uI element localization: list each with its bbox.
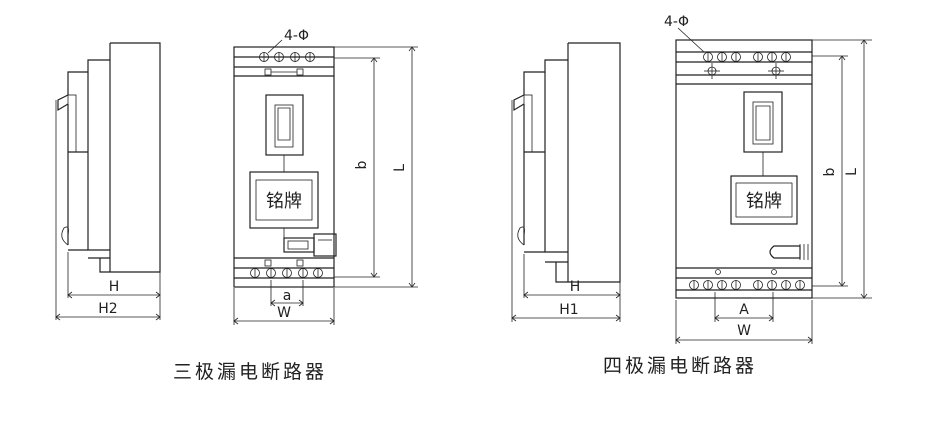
dim-H2: H2 — [98, 301, 117, 317]
three-pole-side-view — [57, 42, 161, 273]
four-pole-nameplate: 铭牌 — [746, 191, 782, 212]
four-pole-caption: 四极漏电断路器 — [603, 355, 757, 377]
four-pole-side-view — [513, 42, 621, 283]
four-pole-hole-label: 4-Φ — [664, 14, 689, 30]
dim-b: b — [354, 160, 370, 169]
dim-W: W — [277, 305, 291, 321]
dim-L-four: L — [844, 168, 860, 176]
dim-L: L — [392, 164, 408, 172]
three-pole-top-terminals — [259, 52, 315, 76]
dim-b-four: b — [822, 167, 838, 176]
three-pole-side-dims: H H2 — [55, 100, 161, 321]
three-pole-caption: 三极漏电断路器 — [173, 361, 327, 383]
dim-a: a — [283, 288, 292, 304]
dim-H1: H1 — [559, 302, 578, 318]
four-pole-nameplate-box — [730, 175, 798, 225]
dim-H-four: H — [570, 279, 581, 295]
three-pole-front-view: 铭牌 — [233, 46, 337, 288]
four-pole-front-view: 铭牌 — [675, 39, 813, 299]
dim-H: H — [109, 279, 120, 295]
four-pole-bottom-terminals — [689, 269, 805, 290]
three-pole-front-dims: 4-Φ a W b L — [233, 28, 418, 325]
three-pole-hole-label: 4-Φ — [284, 28, 309, 44]
three-pole-bottom-terminals — [250, 259, 323, 278]
three-pole-nameplate: 铭牌 — [266, 191, 302, 212]
three-pole-nameplate-box — [249, 171, 319, 229]
four-pole-side-dims: H H1 — [511, 100, 621, 322]
four-pole-top-terminals — [703, 52, 791, 79]
four-pole-front-dims: 4-Φ A W b L — [664, 14, 872, 344]
dim-A: A — [739, 302, 749, 318]
dim-W-four: W — [737, 323, 751, 339]
